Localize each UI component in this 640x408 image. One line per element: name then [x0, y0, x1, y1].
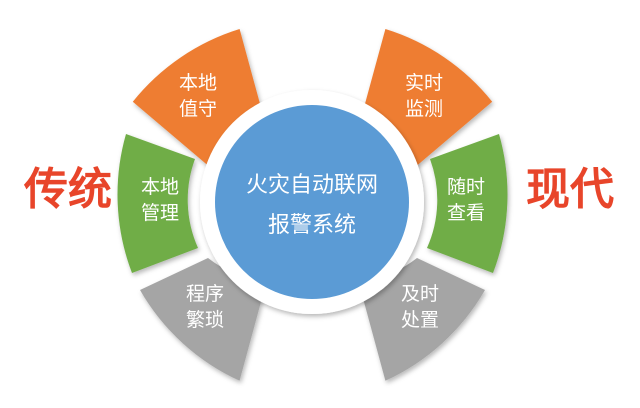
segment-local-management-line1: 本地: [141, 176, 179, 198]
segment-timely-handling-line2: 处置: [401, 309, 439, 331]
segment-local-management-shape: [117, 134, 198, 273]
segment-local-management-line2: 管理: [141, 202, 179, 224]
side-label-modern: 现代: [526, 164, 614, 215]
segment-complex-procedure: 程序 繁琐: [140, 258, 267, 381]
segment-timely-handling-shape: [358, 258, 485, 381]
segment-local-management: 本地 管理: [117, 134, 198, 273]
segment-anytime-view: 随时 查看: [427, 134, 508, 273]
center-hub-circle: [215, 105, 409, 299]
segment-local-duty-line2: 值守: [179, 98, 217, 120]
segment-complex-procedure-line1: 程序: [186, 283, 224, 305]
side-label-traditional: 传统: [23, 164, 112, 215]
segment-realtime-monitoring-line2: 监测: [405, 98, 443, 120]
segment-timely-handling-line1: 及时: [401, 283, 439, 305]
center-hub-title-line1: 火灾自动联网: [246, 173, 378, 198]
segment-anytime-view-line1: 随时: [447, 176, 485, 198]
segment-realtime-monitoring-line1: 实时: [405, 72, 443, 94]
segment-timely-handling: 及时 处置: [358, 258, 485, 381]
segment-complex-procedure-shape: [140, 258, 267, 381]
segment-anytime-view-shape: [427, 134, 508, 273]
segment-complex-procedure-line2: 繁琐: [186, 309, 224, 331]
segment-local-duty-line1: 本地: [179, 72, 217, 94]
segment-anytime-view-line2: 查看: [447, 202, 485, 224]
center-hub: 火灾自动联网 报警系统: [200, 90, 424, 314]
center-hub-title-line2: 报警系统: [268, 213, 356, 238]
